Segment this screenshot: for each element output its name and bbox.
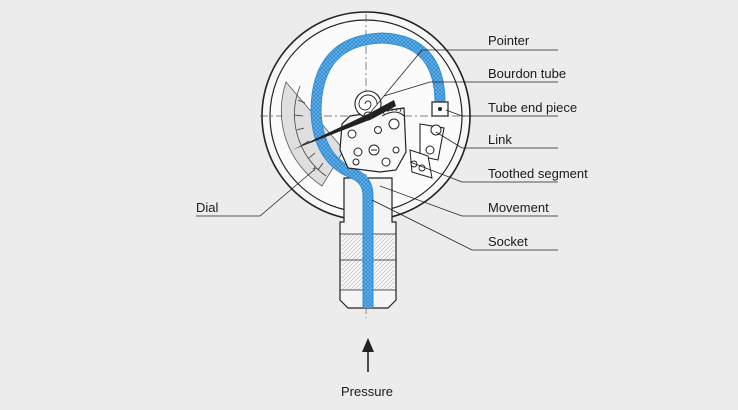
label-link: Link xyxy=(488,132,512,147)
toothed-segment xyxy=(381,107,405,117)
pressure-arrow xyxy=(362,338,374,372)
leader-tube-end-piece xyxy=(445,109,558,117)
label-socket: Socket xyxy=(488,234,528,249)
bourdon-tube xyxy=(310,32,446,308)
label-tube-end-piece: Tube end piece xyxy=(488,100,577,115)
leader-pointer xyxy=(369,49,558,114)
svg-text:+: + xyxy=(312,164,317,174)
label-movement: Movement xyxy=(488,200,549,215)
label-dial: Dial xyxy=(196,200,219,215)
pointer-needle xyxy=(292,100,396,150)
leader-socket xyxy=(371,199,558,251)
label-pressure: Pressure xyxy=(341,384,393,399)
label-toothed-segment: Toothed segment xyxy=(488,166,588,181)
tube-end-piece xyxy=(431,101,449,117)
leader-movement xyxy=(379,185,558,217)
label-pointer: Pointer xyxy=(488,33,530,48)
label-bourdon-tube: Bourdon tube xyxy=(488,66,566,81)
leader-link xyxy=(435,131,558,149)
leader-bourdon-tube xyxy=(383,81,558,97)
leader-dial xyxy=(196,169,315,217)
leader-lines xyxy=(196,49,558,251)
leader-toothed-segment xyxy=(409,161,558,183)
